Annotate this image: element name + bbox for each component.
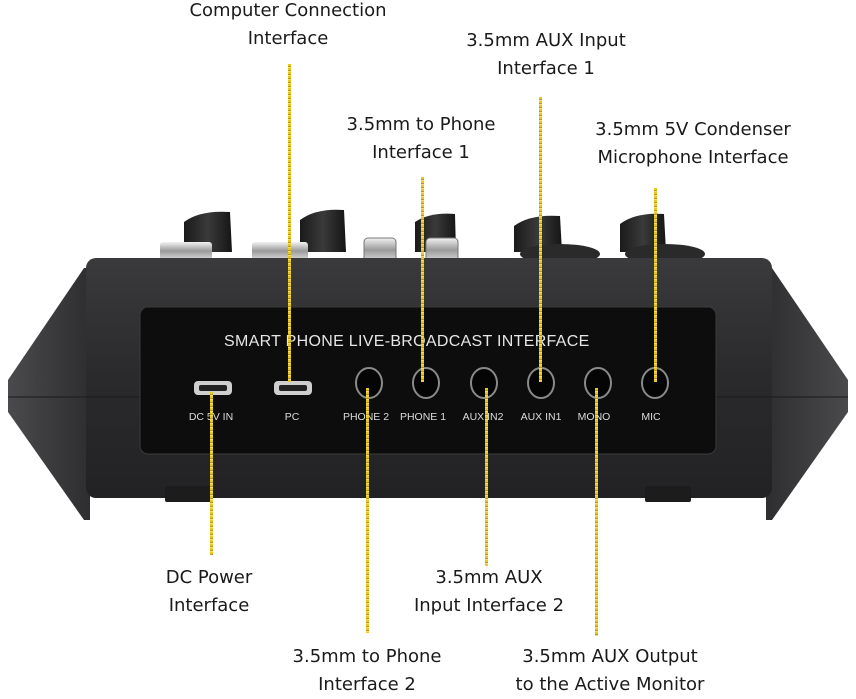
- leader-computer: [288, 64, 291, 382]
- port-label-phone1: PHONE 1: [399, 411, 447, 423]
- audio-jacks: [355, 367, 669, 399]
- port-label-auxin2: AUX IN2: [462, 411, 504, 423]
- callout-line: Interface 1: [497, 58, 595, 79]
- callout-line: Interface 1: [372, 142, 470, 163]
- callout-line: 3.5mm AUX Input: [466, 30, 626, 51]
- callout-line: Interface 2: [318, 674, 416, 695]
- callout-aux-input-2: 3.5mm AUX Input Interface 2: [414, 564, 564, 620]
- top-knobs: [184, 209, 666, 252]
- callout-line: Microphone Interface: [597, 147, 789, 168]
- leader-dc-power: [210, 392, 213, 555]
- leader-phone-1: [421, 177, 424, 382]
- port-label-pc: PC: [284, 411, 300, 423]
- callout-line: DC Power: [165, 567, 253, 588]
- usb-ports: [194, 381, 312, 395]
- callout-phone-2: 3.5mm to Phone Interface 2: [293, 643, 442, 699]
- callout-line: 3.5mm 5V Condenser: [595, 119, 791, 140]
- callout-line: 3.5mm to Phone: [346, 114, 496, 135]
- port-label-mic: MIC: [641, 411, 661, 423]
- leader-aux-in-2: [485, 388, 488, 566]
- leader-aux-out: [595, 388, 598, 636]
- callout-line: 3.5mm AUX: [435, 567, 543, 588]
- callout-computer-connection: Computer Connection Interface: [189, 0, 386, 53]
- callout-line: to the Active Monitor: [515, 674, 705, 695]
- leader-mic: [654, 188, 657, 382]
- callout-line: Interface: [247, 28, 329, 49]
- callout-line: 3.5mm AUX Output: [522, 646, 698, 667]
- callout-line: 3.5mm to Phone: [292, 646, 442, 667]
- leader-phone-2: [366, 388, 369, 633]
- callout-line: Interface: [168, 595, 250, 616]
- callout-dc-power: DC Power Interface: [166, 564, 253, 620]
- port-label-auxin1: AUX IN1: [520, 411, 562, 423]
- callout-microphone: 3.5mm 5V Condenser Microphone Interface: [595, 116, 791, 172]
- port-label-mono: MONO: [577, 411, 611, 423]
- callout-phone-1: 3.5mm to Phone Interface 1: [347, 111, 496, 167]
- callout-line: Input Interface 2: [413, 595, 565, 616]
- panel-title: SMART PHONE LIVE-BROADCAST INTERFACE: [224, 333, 590, 350]
- callout-line: Computer Connection: [189, 0, 387, 21]
- leader-aux-in-1: [539, 97, 542, 382]
- callout-aux-output: 3.5mm AUX Output to the Active Monitor: [516, 643, 705, 699]
- callout-aux-input-1: 3.5mm AUX Input Interface 1: [466, 27, 626, 83]
